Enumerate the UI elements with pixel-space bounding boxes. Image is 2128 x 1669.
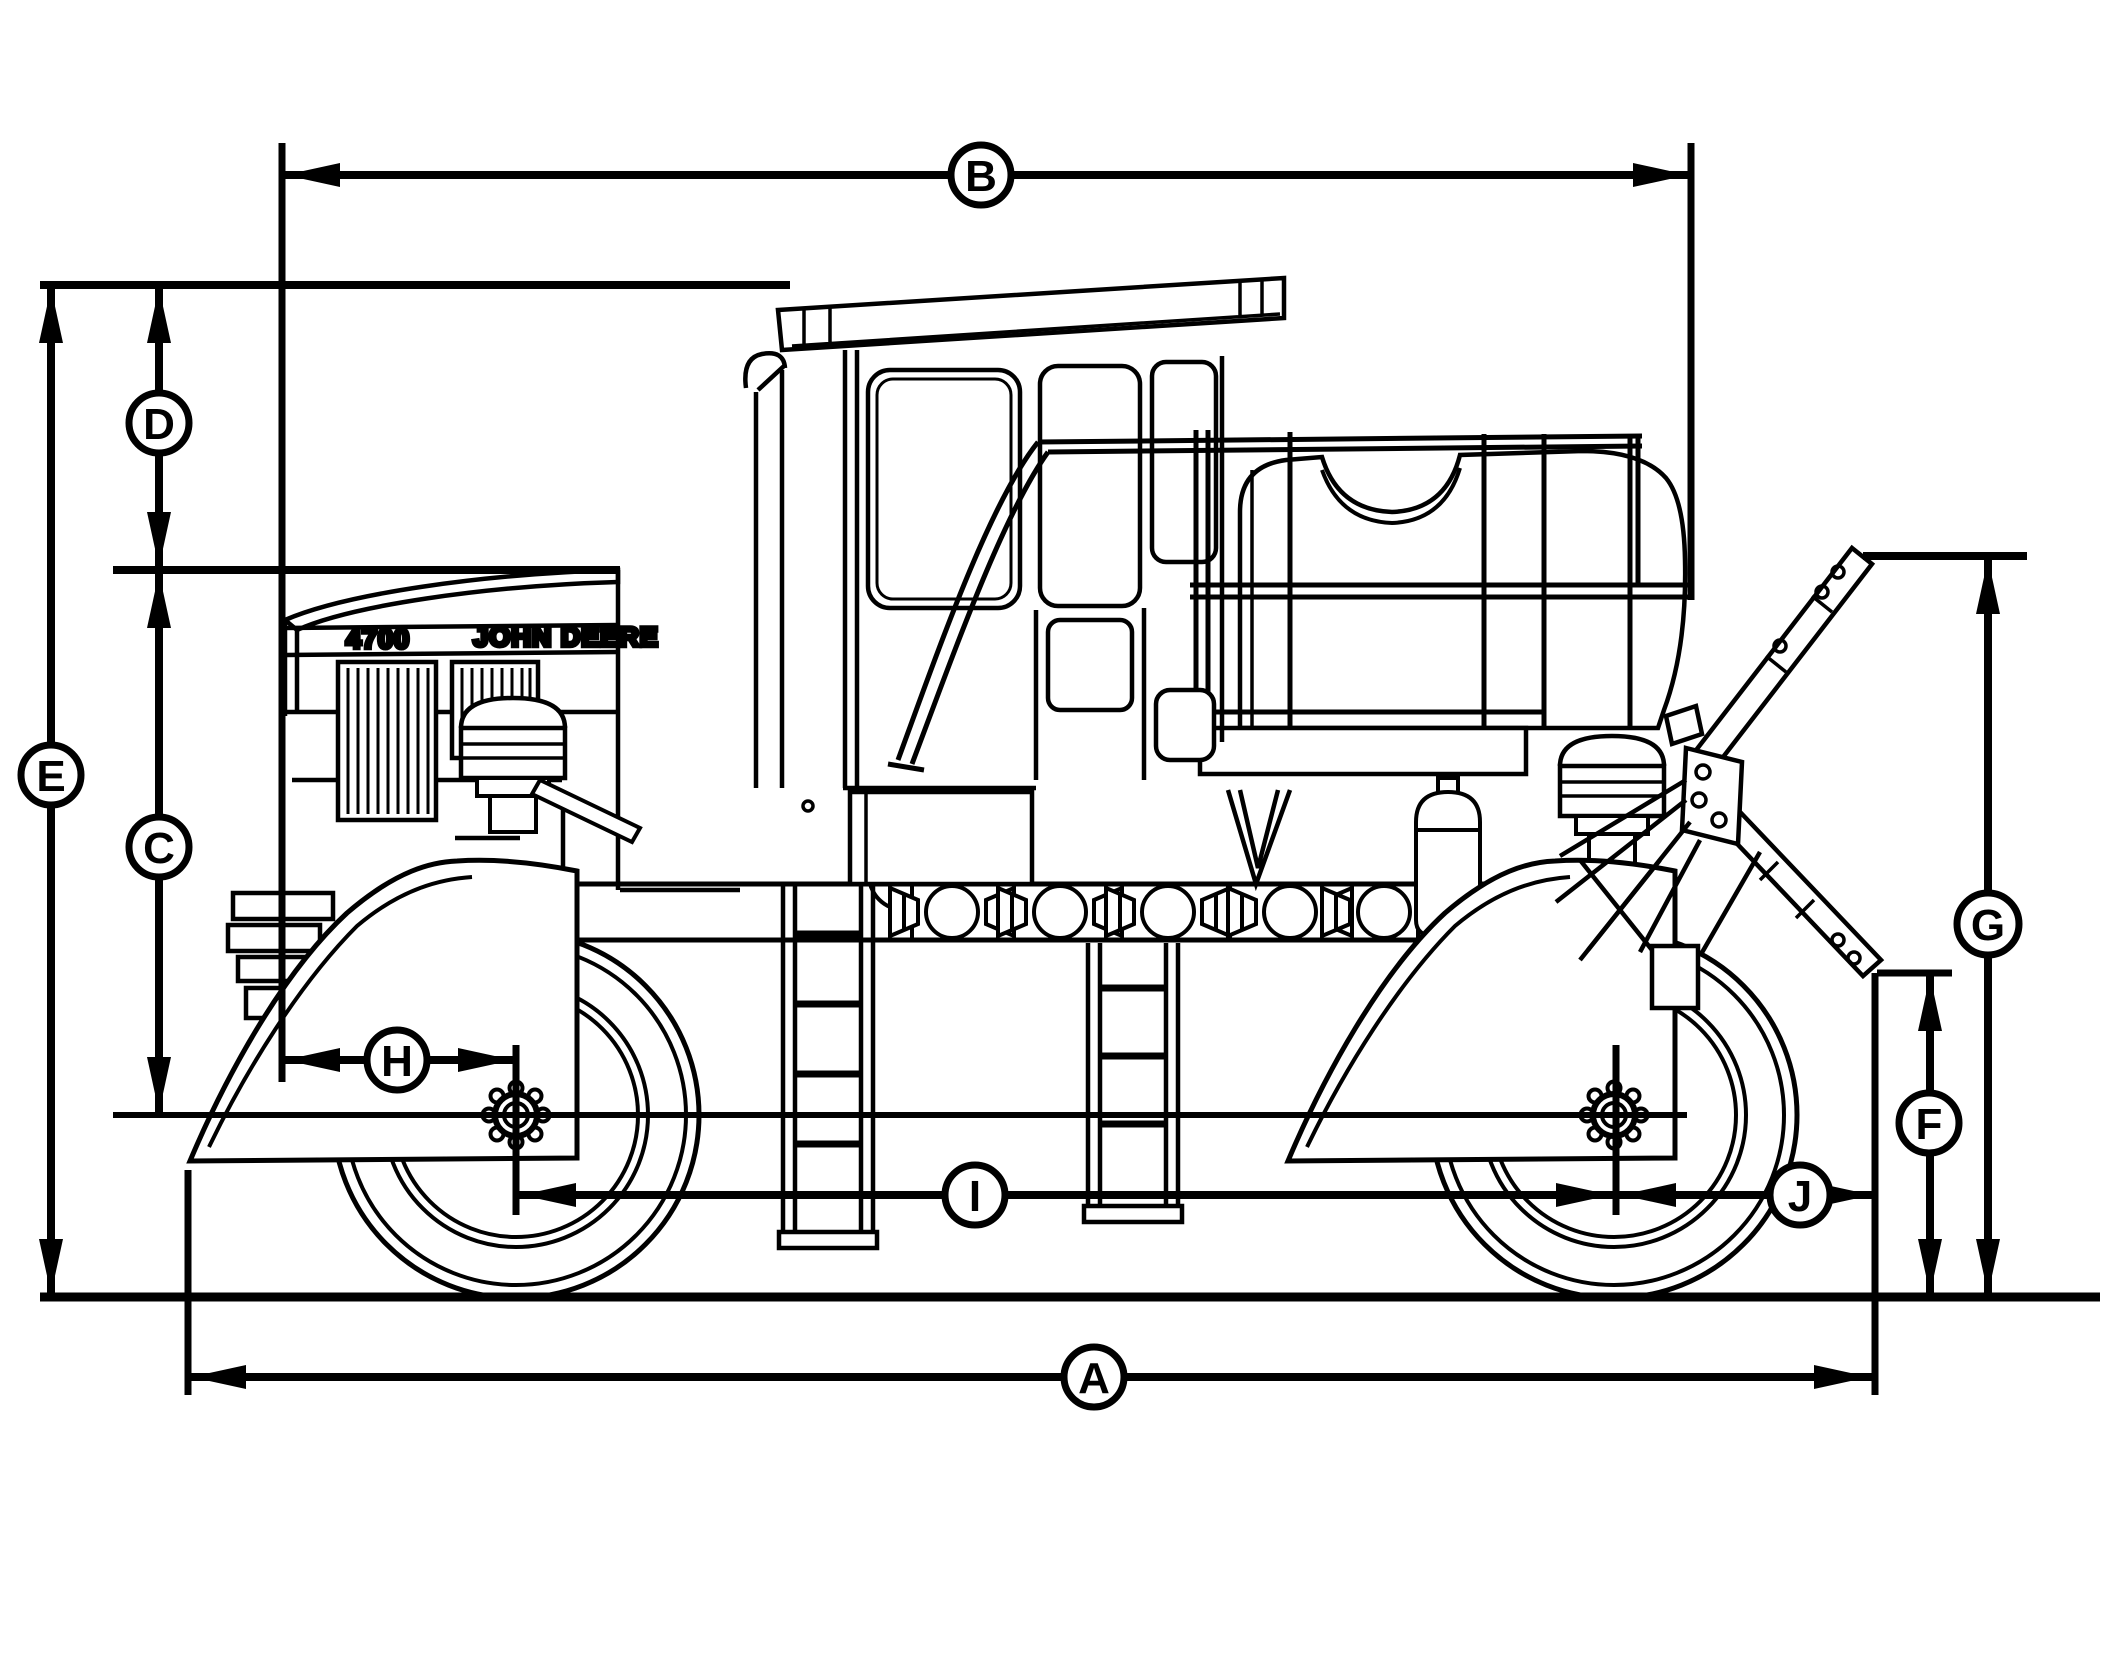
dimension-bubble-d: D — [125, 389, 193, 457]
dimension-bubbles: B E D C H I J A — [17, 141, 2023, 1411]
solution-tank — [1237, 448, 1688, 731]
tank-platform — [1197, 725, 1529, 892]
folded-boom — [1554, 544, 1885, 1011]
svg-text:G: G — [1971, 901, 2005, 950]
v-bracket — [1225, 789, 1293, 892]
windshield — [865, 367, 1023, 611]
dimension-bubble-i: I — [941, 1161, 1009, 1229]
dimension-bubble-j: J — [1766, 1161, 1834, 1229]
model-text: 4700 — [346, 624, 410, 654]
seat — [1153, 687, 1217, 763]
boom-linkage — [1554, 778, 1702, 954]
door-frame — [1033, 608, 1147, 780]
rear-window — [1149, 359, 1219, 565]
boom-bracket — [1679, 745, 1745, 847]
boom-upper-arm — [1686, 544, 1876, 778]
roof — [775, 275, 1287, 353]
dimension-bubble-b: B — [947, 141, 1015, 209]
svg-text:I: I — [969, 1172, 981, 1221]
dimension-bubble-g: G — [1953, 889, 2023, 959]
dimension-bubble-e: E — [17, 741, 85, 809]
svg-text:F: F — [1916, 1100, 1943, 1149]
svg-text:E: E — [36, 752, 65, 801]
exhaust-stack — [743, 351, 788, 788]
rear-ladder — [1081, 943, 1185, 1225]
svg-text:J: J — [1788, 1172, 1812, 1221]
door-lower-window — [1045, 617, 1135, 713]
tank-cage — [1190, 430, 1688, 728]
cab-base-box — [847, 789, 1035, 887]
handrail — [887, 433, 1643, 773]
grille-left — [335, 659, 439, 823]
dimension-bubble-a: A — [1060, 1343, 1128, 1411]
dimension-bubble-h: H — [363, 1026, 431, 1094]
front-ladder — [776, 886, 880, 1251]
svg-text:B: B — [965, 152, 997, 201]
svg-text:D: D — [143, 400, 175, 449]
dimension-bubble-f: F — [1895, 1089, 1963, 1157]
cage-mid-rail — [1190, 582, 1688, 600]
door-window — [1037, 363, 1143, 609]
dimension-bubble-c: C — [125, 813, 193, 881]
filler-recess — [1320, 467, 1462, 526]
brand-text: JOHN DEERE — [473, 622, 659, 652]
cab — [775, 275, 1287, 887]
front-suspension — [455, 698, 643, 845]
front-pillar — [842, 350, 860, 788]
svg-text:A: A — [1078, 1354, 1110, 1403]
svg-text:C: C — [143, 824, 175, 873]
svg-text:H: H — [381, 1037, 413, 1086]
